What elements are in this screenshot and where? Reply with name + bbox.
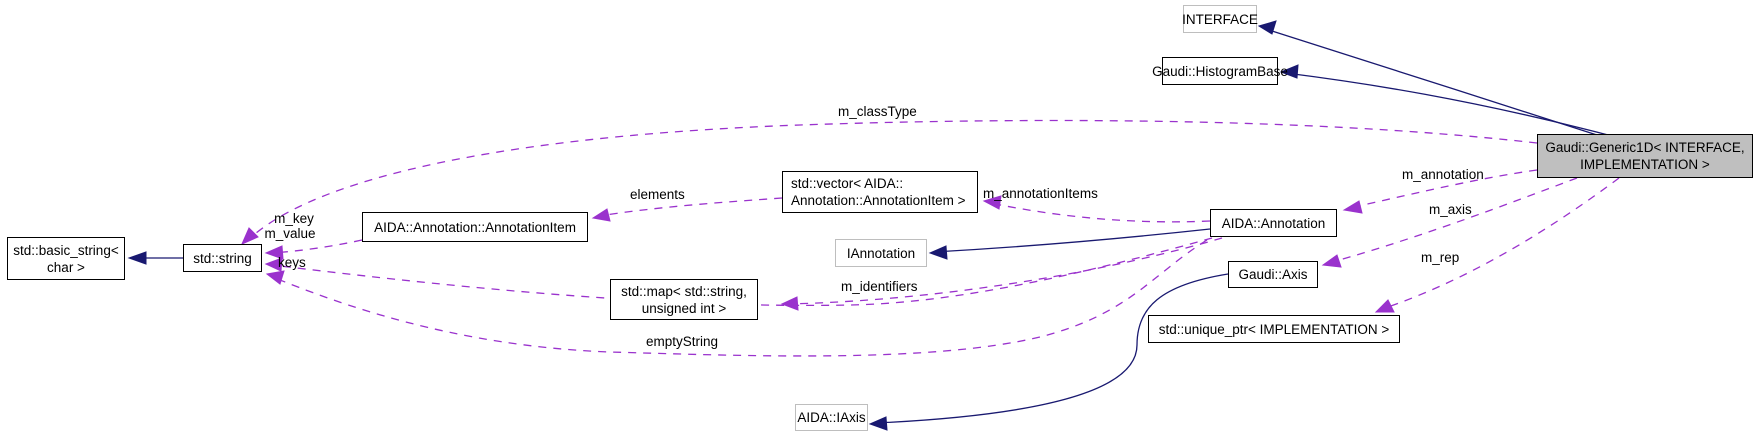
arrowhead-basicstring: [127, 251, 147, 265]
node-std-vector-annotationitem[interactable]: std::vector< AIDA:: Annotation::Annotati…: [782, 171, 978, 213]
node-gaudi-histogrambase-label: Gaudi::HistogramBase: [1152, 63, 1288, 79]
edge-m-annotationitems: [989, 202, 1211, 223]
arrowhead-emptystring: [265, 270, 285, 285]
edge-label-m-annotation: m_annotation: [1402, 167, 1484, 182]
edge-elements: [598, 197, 783, 217]
node-gaudi-axis[interactable]: Gaudi::Axis: [1228, 261, 1318, 288]
edge-label-emptystring: emptyString: [646, 334, 719, 349]
arrowhead-m-annotation: [1342, 200, 1363, 214]
arrowhead-keys: [264, 257, 283, 272]
node-gaudi-axis-label: Gaudi::Axis: [1238, 267, 1308, 282]
node-aida-annotation-label: AIDA::Annotation: [1221, 215, 1326, 231]
node-std-basic-string[interactable]: std::basic_string< char >: [7, 237, 125, 280]
node-iannotation[interactable]: IAnnotation: [835, 239, 927, 267]
arrowhead-histogrambase: [1279, 64, 1299, 79]
node-std-map-line2: unsigned int >: [641, 300, 727, 316]
edge-keys: [271, 237, 1213, 307]
node-std-string[interactable]: std::string: [183, 244, 262, 272]
node-gaudi-generic1d: Gaudi::Generic1D< INTERFACE, IMPLEMENTAT…: [1537, 134, 1753, 178]
edge-m-annotation: [1349, 169, 1538, 209]
edge-label-m-annotationitems: m_annotationItems: [983, 186, 1098, 201]
edge-m-classtype: [247, 119, 1538, 241]
node-std-string-label: std::string: [193, 250, 252, 266]
node-interface[interactable]: INTERFACE: [1182, 5, 1258, 33]
node-aida-iaxis-label: AIDA::IAxis: [797, 410, 866, 425]
edge-axis-to-iaxis: [875, 273, 1229, 424]
arrowhead-interface: [1257, 20, 1277, 35]
edge-label-m-classtype: m_classType: [838, 104, 917, 119]
node-interface-label: INTERFACE: [1182, 11, 1258, 27]
node-aida-iaxis[interactable]: AIDA::IAxis: [795, 404, 868, 431]
edge-m-key-value: [271, 239, 363, 254]
edge-label-keys: keys: [278, 255, 306, 270]
edge-annotation-to-iannotation: [933, 228, 1211, 253]
node-std-vector-line2: Annotation::AnnotationItem >: [791, 193, 966, 208]
node-aida-annotationitem[interactable]: AIDA::Annotation::AnnotationItem: [362, 212, 588, 242]
edge-m-axis: [1328, 177, 1578, 264]
arrowhead-iaxis: [868, 416, 888, 431]
edge-label-m-axis: m_axis: [1429, 202, 1472, 217]
node-std-unique-ptr-label: std::unique_ptr< IMPLEMENTATION >: [1158, 321, 1390, 337]
edge-label-m-value: m_value: [264, 226, 316, 241]
edge-m-rep: [1381, 177, 1620, 310]
node-iannotation-label: IAnnotation: [846, 245, 916, 261]
node-aida-annotation[interactable]: AIDA::Annotation: [1210, 209, 1337, 237]
arrowhead-m-key-value: [264, 245, 284, 260]
node-std-unique-ptr[interactable]: std::unique_ptr< IMPLEMENTATION >: [1148, 315, 1400, 343]
node-std-map[interactable]: std::map< std::string, unsigned int >: [610, 279, 758, 320]
edge-m-identifiers: [787, 237, 1223, 305]
arrowhead-m-rep: [1374, 299, 1395, 313]
arrowhead-iannotation: [928, 245, 948, 260]
edge-label-m-key: m_key: [274, 211, 314, 226]
edge-label-m-rep: m_rep: [1421, 250, 1460, 265]
node-gaudi-generic1d-line2: IMPLEMENTATION >: [1580, 157, 1710, 172]
edge-label-elements: elements: [630, 187, 685, 202]
arrowhead-m-identifiers: [780, 296, 799, 311]
arrowhead-m-annotationitems: [982, 195, 1002, 210]
arrowhead-m-classtype: [241, 227, 259, 245]
node-std-map-line1: std::map< std::string,: [621, 283, 747, 299]
arrowhead-m-axis: [1321, 254, 1342, 268]
node-gaudi-generic1d-line1: Gaudi::Generic1D< INTERFACE,: [1545, 140, 1745, 155]
node-aida-annotationitem-label: AIDA::Annotation::AnnotationItem: [374, 219, 576, 235]
node-std-basic-string-line2: char >: [47, 259, 85, 275]
arrowhead-elements: [591, 208, 611, 222]
edge-generic1d-to-histogrambase: [1285, 72, 1613, 137]
node-std-vector-line1: std::vector< AIDA::: [791, 176, 904, 191]
edge-emptystring: [274, 239, 1208, 357]
edge-label-m-identifiers: m_identifiers: [841, 279, 918, 294]
node-gaudi-histogrambase[interactable]: Gaudi::HistogramBase: [1152, 57, 1288, 85]
node-std-basic-string-line1: std::basic_string<: [13, 242, 119, 258]
